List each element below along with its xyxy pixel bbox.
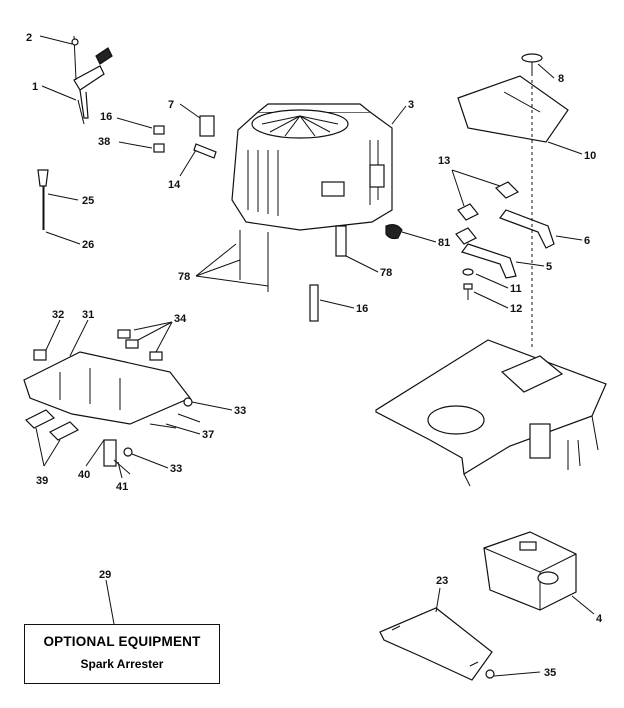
dipstick	[37, 169, 49, 230]
engine-block	[231, 103, 393, 292]
exhaust-pipes	[455, 80, 555, 350]
spark-arrester-bracket	[379, 607, 495, 681]
callout-11: 11	[510, 283, 522, 295]
callout-12: 12	[510, 303, 522, 315]
callout-39: 39	[36, 475, 48, 487]
callout-5: 5	[546, 261, 552, 273]
callout-10: 10	[584, 150, 596, 162]
callout-2: 2	[26, 32, 32, 44]
callout-81: 81	[438, 237, 450, 249]
callout-78-right: 78	[380, 267, 392, 279]
callout-29: 29	[99, 569, 111, 581]
callout-4: 4	[596, 613, 603, 625]
callout-labels: 2 1 16 38 7 14 3 8 10 13 6 5 11 12 81 25…	[26, 32, 603, 679]
callout-32: 32	[52, 309, 64, 321]
heat-shield	[457, 53, 569, 143]
callout-41: 41	[116, 481, 128, 493]
callout-33-lower: 33	[170, 463, 182, 475]
callout-40: 40	[78, 469, 90, 481]
callout-3: 3	[408, 99, 414, 111]
callout-78-left: 78	[178, 271, 190, 283]
callout-37: 37	[202, 429, 214, 441]
callout-16-upper: 16	[100, 111, 112, 123]
muffler	[483, 531, 577, 611]
callout-31: 31	[82, 309, 94, 321]
engine-mounting-plate	[375, 339, 607, 487]
callout-14: 14	[168, 179, 181, 191]
callout-35: 35	[544, 667, 556, 679]
callout-6: 6	[584, 235, 590, 247]
callout-38: 38	[98, 136, 110, 148]
engine-fasteners	[153, 115, 403, 322]
callout-23: 23	[436, 575, 448, 587]
callout-8: 8	[558, 73, 564, 85]
callout-34: 34	[174, 313, 187, 325]
callout-16-lower: 16	[356, 303, 368, 315]
callout-13: 13	[438, 155, 450, 167]
callout-26: 26	[82, 239, 94, 251]
throttle-control-assembly	[71, 35, 113, 125]
callout-33-right: 33	[234, 405, 246, 417]
spark-arrester-label: Spark Arrester	[80, 657, 164, 671]
callout-1: 1	[32, 81, 38, 93]
leader-lines	[35, 35, 595, 677]
intake-assembly	[23, 329, 201, 475]
optional-equipment-box: OPTIONAL EQUIPMENT Spark Arrester	[24, 624, 220, 684]
callout-7: 7	[168, 99, 174, 111]
optional-equipment-title: OPTIONAL EQUIPMENT	[43, 634, 201, 649]
callout-25: 25	[82, 195, 94, 207]
